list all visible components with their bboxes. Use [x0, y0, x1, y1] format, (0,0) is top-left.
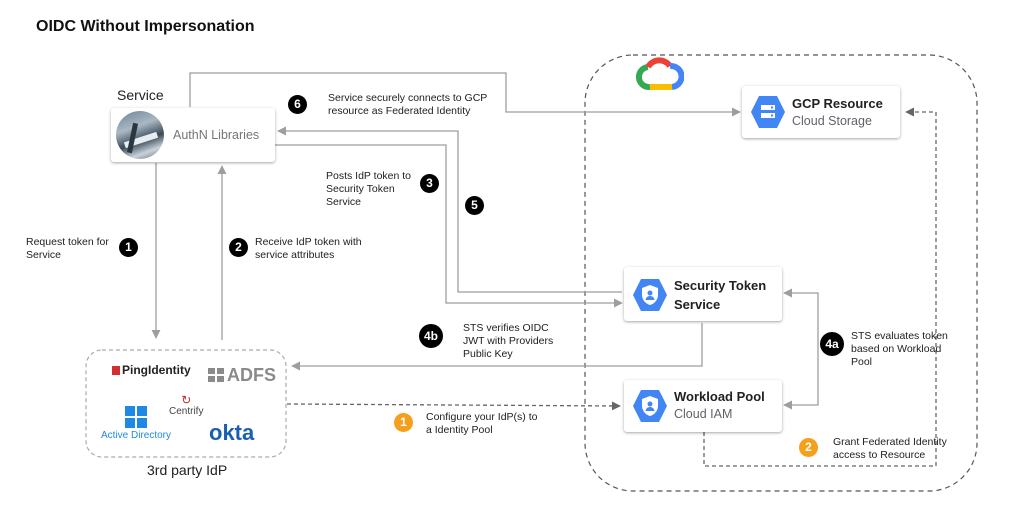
service-avatar	[116, 111, 164, 159]
iam-shield-icon	[633, 390, 667, 422]
badge-config-2: 2	[799, 438, 818, 457]
arrow-config-2	[703, 107, 937, 467]
okta-logo: okta	[209, 420, 255, 445]
gcp-resource-title: GCP Resource	[792, 96, 883, 111]
idp-boundary	[85, 349, 287, 458]
workload-pool-title: Workload Pool	[674, 389, 765, 404]
badge-step-3: 3	[420, 174, 439, 193]
arrow-step-3	[275, 144, 623, 308]
arrow-step-6	[189, 72, 741, 117]
security-shield-icon	[633, 279, 667, 311]
centrify-logo: ↻ Centrify	[169, 393, 204, 417]
adfs-logo: ADFS	[208, 365, 276, 386]
ping-identity-logo: PingIdentity	[112, 363, 191, 377]
google-cloud-logo	[636, 57, 684, 91]
page-title: OIDC Without Impersonation	[36, 18, 255, 35]
gcp-resource-subtitle: Cloud Storage	[792, 114, 872, 128]
workload-pool-subtitle: Cloud IAM	[674, 407, 733, 421]
service-card[interactable]: AuthN Libraries	[111, 108, 275, 162]
service-heading: Service	[117, 87, 164, 103]
gcp-resource-card[interactable]: GCP Resource Cloud Storage	[742, 86, 900, 138]
cloud-storage-icon	[751, 96, 785, 128]
badge-step-5: 5	[465, 196, 484, 215]
badge-config-1: 1	[394, 413, 413, 432]
active-directory-logo: Active Directory	[101, 406, 171, 441]
badge-step-4b: 4b	[419, 324, 443, 348]
gcp-boundary	[584, 54, 978, 492]
arrow-config-1	[286, 401, 621, 411]
idp-caption: 3rd party IdP	[147, 462, 228, 478]
arrow-step-5	[277, 126, 622, 293]
workload-pool-card[interactable]: Workload Pool Cloud IAM	[624, 380, 782, 432]
authn-libraries-label: AuthN Libraries	[173, 128, 260, 142]
badge-step-1: 1	[119, 238, 138, 257]
badge-step-2: 2	[229, 238, 248, 257]
arrow-step-4a	[783, 288, 819, 410]
badge-step-6: 6	[288, 95, 307, 114]
arrow-step-4b	[291, 323, 703, 371]
badge-step-4a: 4a	[820, 332, 844, 356]
